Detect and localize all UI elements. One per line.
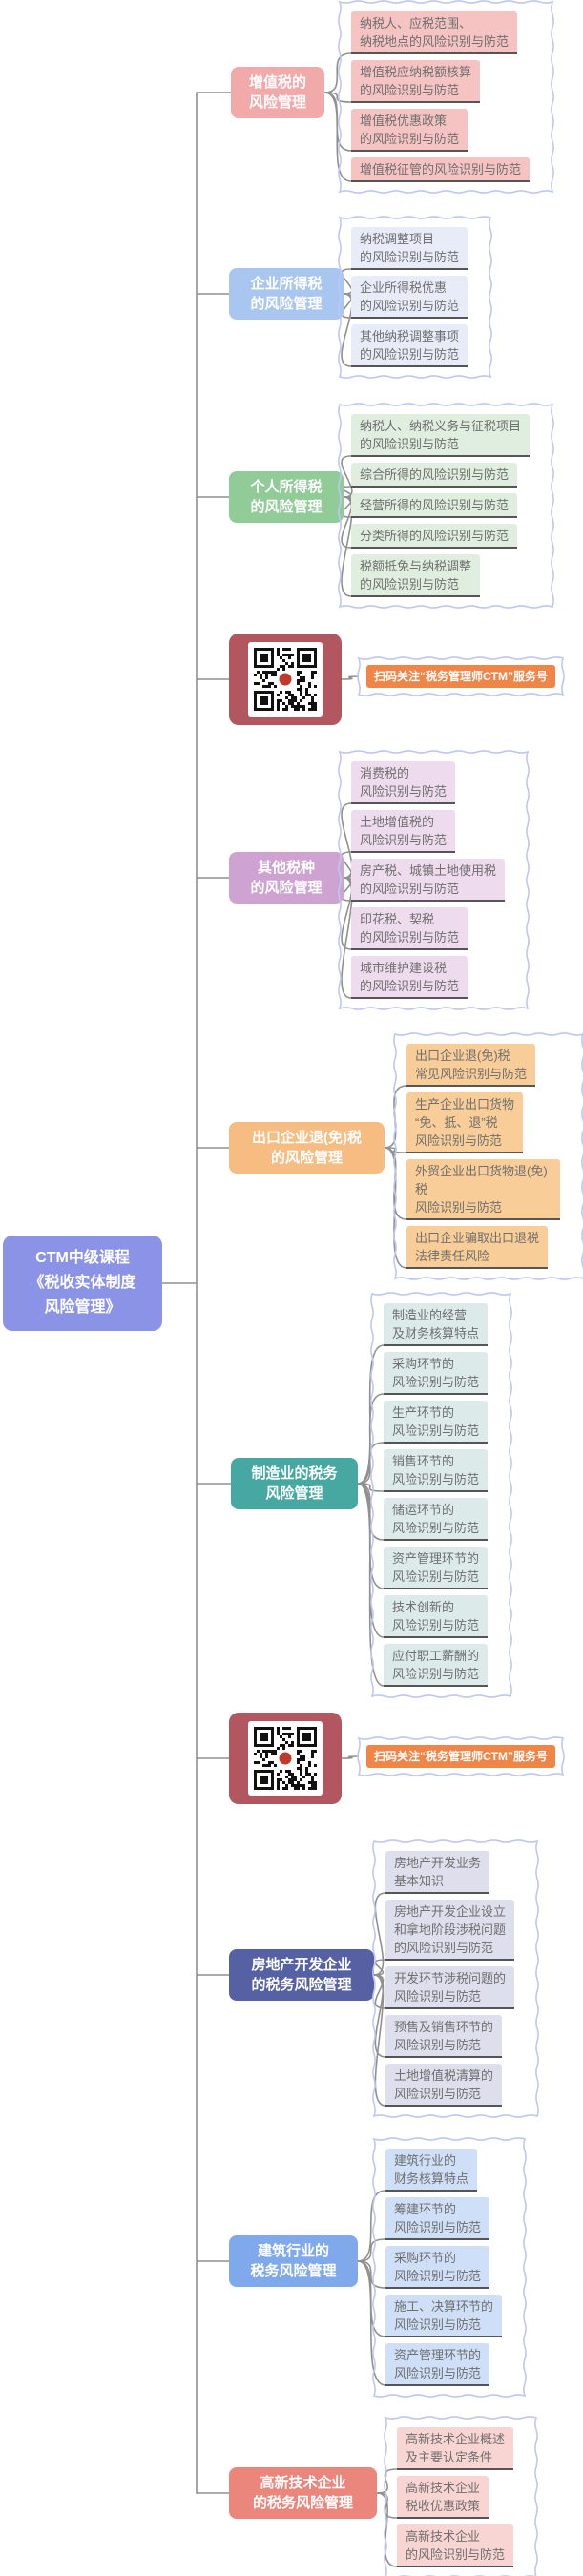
subtopic[interactable]: 出口企业骗取出口退税 法律责任风险 (406, 1226, 549, 1269)
subtopic[interactable]: 预售及销售环节的 风险识别与防范 (385, 2015, 503, 2058)
subtopic[interactable]: 应付职工薪酬的 风险识别与防范 (384, 1644, 489, 1687)
subtopic[interactable]: 生产企业出口货物 “免、抵、退”税 风险识别与防范 (406, 1092, 524, 1153)
subtopic[interactable]: 城市维护建设税 的风险识别与防范 (351, 956, 468, 999)
subtopic[interactable]: 建筑行业的 财务核算特点 (385, 2149, 478, 2192)
qr-code[interactable] (229, 634, 342, 725)
subtopic[interactable]: 开发环节涉税问题的 风险识别与防范 (385, 1966, 515, 2009)
qr-caption-bubble: 扫码关注“税务管理师CTM”服务号 (357, 1736, 565, 1776)
subtopic[interactable]: 消费税的 风险识别与防范 (351, 761, 456, 804)
children-hightech: 高新技术企业概述 及主要认定条件 高新技术企业 税收优惠政策 高新技术企业 的风… (384, 2416, 538, 2576)
branch-export-rebate[interactable]: 出口企业退(免)税 的风险管理 (229, 1122, 385, 1174)
subtopic[interactable]: 分类所得的风险识别与防范 (351, 524, 518, 549)
subtopic[interactable]: 高新技术企业 的风险识别与防范 (397, 2524, 514, 2567)
subtopic[interactable]: 储运环节的 风险识别与防范 (384, 1498, 489, 1541)
branch-iit[interactable]: 个人所得税 的风险管理 (229, 471, 344, 523)
qr-pattern-icon (254, 648, 317, 711)
subtopic[interactable]: 技术创新的 风险识别与防范 (384, 1595, 489, 1638)
children-iit: 纳税人、纳税义务与征税项目 的风险识别与防范 综合所得的风险识别与防范 经营所得… (338, 403, 554, 609)
subtopic[interactable]: 施工、决算环节的 风险识别与防范 (385, 2295, 503, 2337)
branch-other-taxes[interactable]: 其他税种 的风险管理 (229, 852, 344, 904)
subtopic[interactable]: 纳税调整项目 的风险识别与防范 (351, 227, 468, 270)
branch-manufacturing[interactable]: 制造业的税务 风险管理 (231, 1458, 358, 1509)
subtopic[interactable]: 制造业的经营 及财务核算特点 (384, 1303, 489, 1346)
subtopic[interactable]: 纳税人、纳税义务与征税项目 的风险识别与防范 (351, 414, 531, 457)
children-vat: 纳税人、应税范围、 纳税地点的风险识别与防范 增值税应纳税额核算 的风险识别与防… (338, 0, 554, 194)
branch-hightech[interactable]: 高新技术企业 的税务风险管理 (229, 2467, 377, 2519)
branch-cit[interactable]: 企业所得税 的风险管理 (229, 268, 344, 320)
subtopic[interactable]: 印花税、契税 的风险识别与防范 (351, 907, 468, 950)
branch-vat[interactable]: 增值税的 风险管理 (231, 67, 324, 118)
subtopic[interactable]: 企业所得税优惠 的风险识别与防范 (351, 276, 468, 319)
qr-caption-bubble: 扫码关注“税务管理师CTM”服务号 (357, 656, 565, 696)
children-manufacturing: 制造业的经营 及财务核算特点 采购环节的 风险识别与防范 生产环节的 风险识别与… (370, 1292, 512, 1698)
subtopic[interactable]: 筹建环节的 风险识别与防范 (385, 2197, 490, 2240)
subtopic[interactable]: 销售环节的 风险识别与防范 (384, 1449, 489, 1492)
qr-image (248, 1721, 323, 1796)
subtopic[interactable]: 纳税人、应税范围、 纳税地点的风险识别与防范 (351, 11, 518, 54)
branch-real-estate[interactable]: 房地产开发企业 的税务风险管理 (229, 1949, 374, 2001)
subtopic[interactable]: 外贸企业出口货物退(免)税 风险识别与防范 (406, 1159, 560, 1220)
subtopic[interactable]: 经营所得的风险识别与防范 (351, 493, 518, 518)
subtopic[interactable]: 房地产开发企业设立 和拿地阶段涉税问题 的风险识别与防范 (385, 1900, 515, 1961)
subtopic[interactable]: 采购环节的 风险识别与防范 (384, 1352, 489, 1395)
qr-code[interactable] (229, 1713, 342, 1804)
root-topic[interactable]: CTM中级课程 《税收实体制度 风险管理》 (3, 1236, 162, 1331)
subtopic[interactable]: 高新技术企业概述 及主要认定条件 (397, 2427, 514, 2470)
children-other-taxes: 消费税的 风险识别与防范 土地增值税的 风险识别与防范 房产税、城镇土地使用税 … (338, 750, 530, 1010)
children-export-rebate: 出口企业退(免)税 常见风险识别与防范 生产企业出口货物 “免、抵、退”税 风险… (393, 1032, 583, 1280)
children-real-estate: 房地产开发业务 基本知识 房地产开发企业设立 和拿地阶段涉税问题 的风险识别与防… (372, 1839, 539, 2118)
subtopic[interactable]: 综合所得的风险识别与防范 (351, 463, 518, 488)
subtopic[interactable]: 增值税优惠政策 的风险识别与防范 (351, 109, 468, 152)
qr-pattern-icon (254, 1727, 317, 1790)
subtopic[interactable]: 增值税应纳税额核算 的风险识别与防范 (351, 60, 481, 103)
children-construction: 建筑行业的 财务核算特点 筹建环节的 风险识别与防范 采购环节的 风险识别与防范… (372, 2137, 527, 2398)
subtopic[interactable]: 出口企业退(免)税 常见风险识别与防范 (406, 1044, 536, 1087)
subtopic[interactable]: 房地产开发业务 基本知识 (385, 1851, 490, 1894)
subtopic[interactable]: 房产税、城镇土地使用税 的风险识别与防范 (351, 859, 506, 902)
branch-construction[interactable]: 建筑行业的 税务风险管理 (229, 2235, 358, 2287)
qr-image (248, 642, 323, 717)
subtopic[interactable]: 资产管理环节的 风险识别与防范 (385, 2343, 490, 2386)
subtopic[interactable]: 税额抵免与纳税调整 的风险识别与防范 (351, 554, 481, 597)
subtopic[interactable]: 采购环节的 风险识别与防范 (385, 2246, 490, 2289)
qr-caption[interactable]: 扫码关注“税务管理师CTM”服务号 (366, 665, 555, 688)
subtopic[interactable]: 其他纳税调整事项 的风险识别与防范 (351, 324, 468, 367)
subtopic[interactable]: 生产环节的 风险识别与防范 (384, 1401, 489, 1444)
subtopic[interactable]: 土地增值税的 风险识别与防范 (351, 810, 456, 853)
qr-caption[interactable]: 扫码关注“税务管理师CTM”服务号 (366, 1745, 555, 1768)
subtopic[interactable]: 增值税征管的风险识别与防范 (351, 157, 531, 182)
subtopic[interactable]: 资产管理环节的 风险识别与防范 (384, 1547, 489, 1589)
subtopic[interactable]: 高新技术企业 税收优惠政策 (397, 2476, 489, 2519)
subtopic[interactable]: 土地增值税清算的 风险识别与防范 (385, 2064, 503, 2107)
children-cit: 纳税调整项目 的风险识别与防范 企业所得税优惠 的风险识别与防范 其他纳税调整事… (338, 216, 492, 379)
